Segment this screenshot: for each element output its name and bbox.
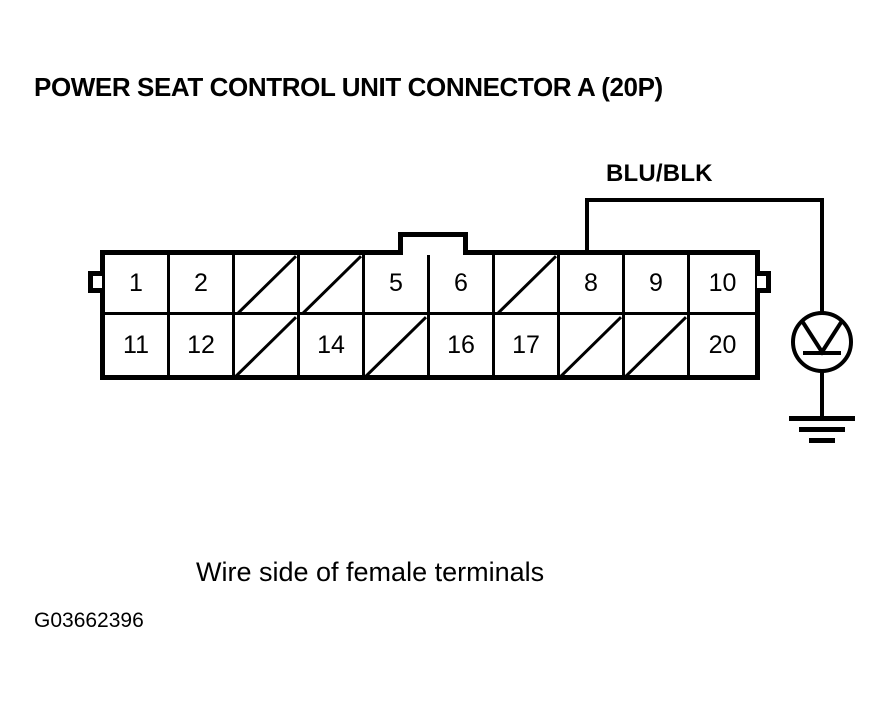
pin-number-label: 16 (447, 330, 475, 359)
pin-cell-1: 1 (105, 255, 170, 315)
figure-title: POWER SEAT CONTROL UNIT CONNECTOR A (20P… (34, 72, 663, 102)
pin-number-label: 11 (123, 330, 149, 359)
pin-cell-11: 11 (105, 315, 170, 375)
figure-id-label: G03662396 (34, 609, 144, 632)
pin-number-label: 20 (708, 330, 737, 359)
pin-cell-20: 20 (690, 315, 755, 375)
pin-cell-17: 17 (495, 315, 560, 375)
ground-icon-bar-3 (809, 438, 835, 443)
pin-cell-16: 16 (430, 315, 495, 375)
connector-tab-left (88, 271, 102, 293)
pin-cell-14: 14 (300, 315, 365, 375)
ground-icon-bar-2 (799, 427, 845, 432)
pin-number-label: 17 (512, 330, 540, 359)
pin-cell-unused (300, 255, 365, 315)
wire-color-label: BLU/BLK (606, 160, 713, 187)
pin-number-label: 6 (454, 269, 468, 297)
connector-latch-top (398, 232, 468, 255)
wire-segment-vertical-left (585, 200, 589, 252)
figure-caption: Wire side of female terminals (196, 557, 545, 587)
pin-cell-5: 5 (365, 255, 430, 315)
pin-cell-8: 8 (560, 255, 625, 315)
pin-cell-unused (235, 255, 300, 315)
pin-number-label: 5 (389, 269, 403, 297)
pin-cell-9: 9 (625, 255, 690, 315)
test-light-icon (791, 311, 853, 373)
pin-cell-6: 6 (430, 255, 495, 315)
pin-cell-unused (495, 255, 560, 315)
wire-segment-horizontal (585, 198, 824, 202)
pin-cell-unused (365, 315, 430, 375)
pin-cell-unused (560, 315, 625, 375)
pin-number-label: 1 (129, 269, 143, 297)
pin-number-label: 12 (187, 330, 215, 359)
pin-cell-unused (625, 315, 690, 375)
pin-number-label: 14 (317, 330, 345, 359)
pin-number-label: 8 (584, 269, 598, 297)
wire-segment-vertical-right (820, 200, 824, 313)
ground-lead (820, 372, 824, 418)
pin-number-label: 9 (649, 269, 663, 297)
pin-cell-10: 10 (690, 255, 755, 315)
pin-cell-12: 12 (170, 315, 235, 375)
ground-icon-bar-1 (789, 416, 855, 421)
pin-cell-2: 2 (170, 255, 235, 315)
pin-number-label: 10 (708, 269, 737, 297)
connector-tab-right (757, 271, 771, 293)
pin-number-label: 2 (194, 269, 208, 297)
pin-cell-unused (235, 315, 300, 375)
